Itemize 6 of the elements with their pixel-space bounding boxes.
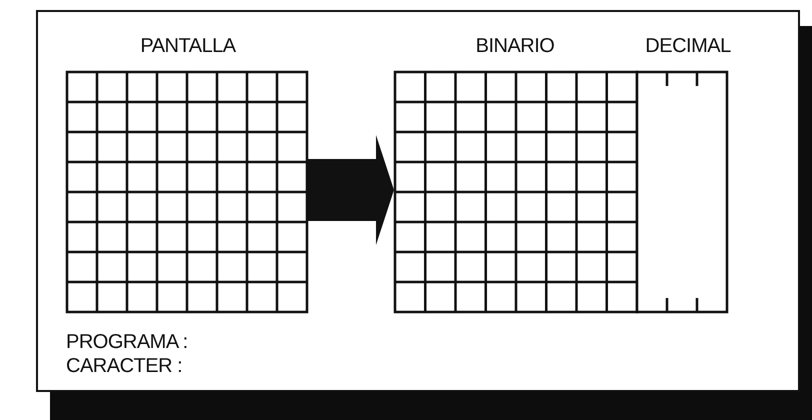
grid-title: DECIMAL [645, 34, 731, 58]
field-label: PROGRAMA : [66, 330, 188, 354]
grid-title: BINARIO [476, 34, 554, 58]
field-label: CARACTER : [66, 354, 184, 378]
block-arrow [308, 135, 394, 245]
grid-title: PANTALLA [140, 34, 236, 58]
